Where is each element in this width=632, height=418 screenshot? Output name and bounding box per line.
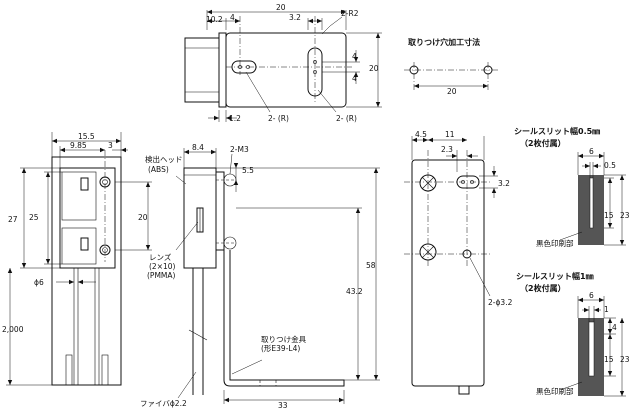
dim-20-top: 20 <box>276 3 286 12</box>
dim-27: 27 <box>8 215 18 224</box>
dim-2000: 2,000 <box>2 325 24 334</box>
slit-1-dim-23: 23 <box>620 355 630 364</box>
dim-10-2: 10.2 <box>206 15 223 24</box>
slit-1-title: シールスリット幅1㎜ <box>516 271 594 281</box>
mount-hole-title: 取りつけ穴加工寸法 <box>408 37 480 47</box>
dim-8-4: 8.4 <box>192 143 204 152</box>
dim-3: 3 <box>108 141 113 150</box>
slit-1-dim-4: 4 <box>612 323 617 332</box>
dim-43-2: 43.2 <box>346 287 363 296</box>
slit-05-note: 黒色印刷部 <box>536 238 574 248</box>
slit-1-dim-1: 1 <box>604 305 609 314</box>
label-fiber: ファイバϕ2.2 <box>140 399 187 408</box>
label-head-material: (ABS) <box>148 165 169 174</box>
slit-1-subtitle: （2枚付属） <box>520 283 566 293</box>
bracket-view: 4.5 11 2.3 3.2 2-ϕ3.2 <box>404 130 513 395</box>
label-2-r-right: 2- (R) <box>336 114 357 123</box>
dim-2-m3: 2-M3 <box>230 145 249 154</box>
dim-3-2-top: 3.2 <box>289 13 301 22</box>
dim-9-85: 9.85 <box>70 141 87 150</box>
slit-05-view: シールスリット幅0.5㎜ （2枚付属） 6 0.5 15 23 黒色印刷部 <box>514 126 630 248</box>
label-head: 検出ヘッド <box>145 154 183 164</box>
dim-2-r2: 2-R2 <box>341 9 359 18</box>
slit-05-subtitle: （2枚付属） <box>520 138 566 148</box>
slit-1-note: 黒色印刷部 <box>536 386 574 396</box>
dim-2-phi3-2: 2-ϕ3.2 <box>488 298 513 307</box>
slit-1-dim-6: 6 <box>589 291 594 300</box>
slit-05-dim-6: 6 <box>589 147 594 156</box>
label-lens-size: (2×10) <box>149 262 176 271</box>
label-bracket: 取りつけ金具 <box>261 334 307 344</box>
slit-1-dim-15: 15 <box>604 355 614 364</box>
front-view: 15.5 9.85 3 27 25 20 ϕ6 2,000 <box>2 132 152 386</box>
side-view: 8.4 2-M3 5.5 58 43.2 33 検出ヘッド (ABS) レンズ … <box>140 143 380 410</box>
dim-58: 58 <box>366 261 376 270</box>
dim-phi6: ϕ6 <box>34 278 44 287</box>
dim-4-top: 4 <box>230 13 235 22</box>
mount-dim-20: 20 <box>447 87 457 96</box>
dim-15-5: 15.5 <box>78 132 95 141</box>
dim-25: 25 <box>29 213 39 222</box>
dim-1-2: 1.2 <box>229 114 241 123</box>
slit-05-dim-0-5: 0.5 <box>604 161 616 170</box>
dim-20-right: 20 <box>369 64 379 73</box>
dim-4-right-b: 4 <box>352 74 357 83</box>
dim-3-2-bracket: 3.2 <box>498 179 510 188</box>
dim-4-right-a: 4 <box>352 52 357 61</box>
slit-1-view: シールスリット幅1㎜ （2枚付属） 6 1 4 15 23 黒色印刷部 <box>516 271 630 397</box>
slit-05-dim-23: 23 <box>620 211 630 220</box>
dim-33: 33 <box>278 401 288 410</box>
dim-2-3: 2.3 <box>441 145 453 154</box>
label-bracket-model: (形E39-L4) <box>261 344 300 353</box>
dim-5-5: 5.5 <box>242 166 254 175</box>
slit-05-dim-15: 15 <box>604 211 614 220</box>
label-lens-material: (PMMA) <box>147 271 176 280</box>
dim-4-5: 4.5 <box>415 130 427 139</box>
dim-11: 11 <box>445 130 455 139</box>
dim-20-front: 20 <box>138 213 148 222</box>
label-lens: レンズ <box>149 252 172 262</box>
mounting-hole-view: 取りつけ穴加工寸法 20 <box>404 37 498 96</box>
label-2-r-left: 2- (R) <box>268 114 289 123</box>
slit-05-title: シールスリット幅0.5㎜ <box>514 126 600 136</box>
top-view: 10.2 4 20 3.2 2-R2 4 4 20 1.2 2- (R) 2- … <box>184 3 382 123</box>
